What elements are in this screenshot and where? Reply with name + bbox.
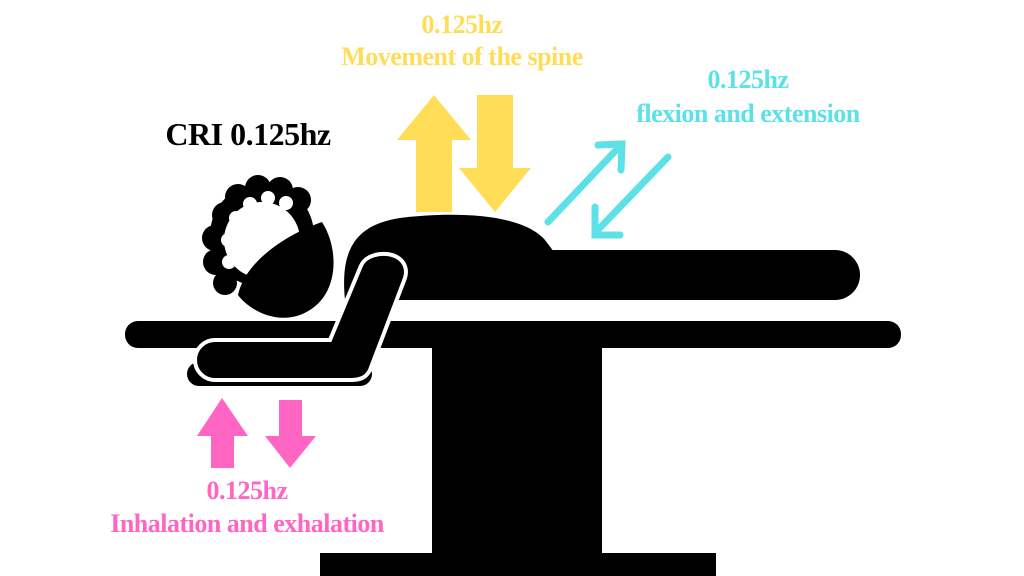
flexion-arrows: [544, 140, 672, 239]
breath-label: Inhalation and exhalation: [110, 509, 384, 538]
spine-arrows: [397, 95, 531, 212]
table-base: [320, 553, 716, 576]
patient: [193, 175, 860, 382]
arrow-down-left-icon: [591, 153, 672, 239]
breath-frequency: 0.125hz: [206, 476, 289, 505]
spine-label: Movement of the spine: [341, 42, 583, 71]
arm: [193, 251, 408, 382]
spine-frequency: 0.125hz: [421, 10, 504, 39]
flexion-label: flexion and extension: [636, 99, 860, 128]
arrow-up-icon: [397, 95, 471, 212]
arrow-up-icon: [197, 398, 248, 468]
head: [238, 222, 334, 318]
legs: [540, 250, 860, 300]
arrow-up-right-icon: [544, 140, 626, 226]
arrow-down-icon: [265, 400, 316, 468]
arrow-down-icon: [459, 95, 531, 212]
breath-arrows: [197, 398, 316, 468]
table-pedestal: [432, 340, 602, 565]
cri-label: CRI 0.125hz: [165, 116, 331, 152]
flexion-frequency: 0.125hz: [707, 65, 790, 94]
